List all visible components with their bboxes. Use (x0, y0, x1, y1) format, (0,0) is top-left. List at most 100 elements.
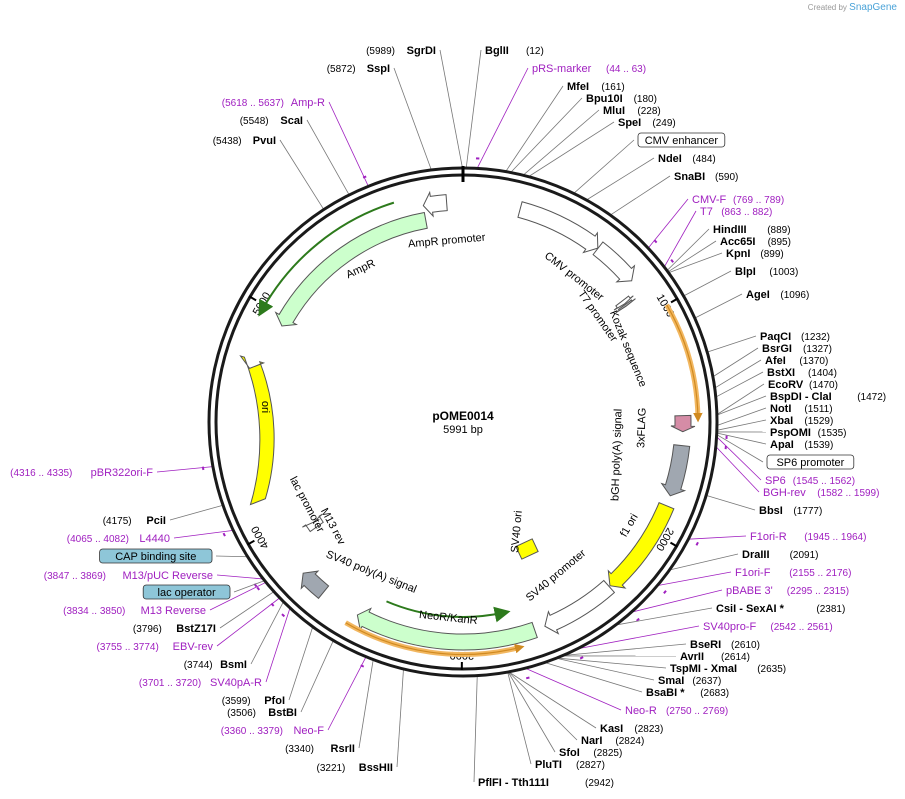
primer-site-mark (663, 590, 667, 594)
site-label-neo-f[interactable]: Neo-F(3360 .. 3379) (221, 725, 325, 737)
site-position: (2635) (757, 664, 786, 675)
site-label-afei[interactable]: AfeI(1370) (765, 355, 828, 367)
site-label-neo-r[interactable]: Neo-R(2750 .. 2769) (625, 705, 728, 717)
leader-line (508, 671, 578, 741)
site-label-blpi[interactable]: BlpI(1003) (735, 266, 798, 278)
site-label-bstz17i[interactable]: BstZ17I(3796) (133, 623, 216, 635)
feature-tag-text: CMV enhancer (645, 135, 719, 147)
site-label-ecorv[interactable]: EcoRV(1470) (768, 379, 838, 391)
site-label-noti[interactable]: NotI(1511) (770, 403, 833, 415)
site-label-sv40pro-f[interactable]: SV40pro-F(2542 .. 2561) (703, 621, 833, 633)
site-position: (1003) (769, 267, 798, 278)
site-label-nari[interactable]: NarI(2824) (581, 735, 644, 747)
site-position: (2155 .. 2176) (789, 568, 851, 579)
site-label-apai[interactable]: ApaI(1539) (770, 439, 833, 451)
site-label-snabi[interactable]: SnaBI(590) (674, 171, 738, 183)
site-name: MfeI (567, 81, 589, 93)
site-position: (2637) (692, 676, 721, 687)
site-label-paqci[interactable]: PaqCI(1232) (760, 331, 830, 343)
site-label-draiii[interactable]: DraIII(2091) (742, 549, 819, 561)
site-label-m13-reverse[interactable]: M13 Reverse(3834 .. 3850) (63, 605, 206, 617)
site-label-t7[interactable]: T7(863 .. 882) (700, 206, 772, 218)
site-label-hindiii[interactable]: HindIII(889) (713, 224, 791, 236)
site-label-bsshii[interactable]: BssHII(3221) (316, 762, 393, 774)
site-label-f1ori-r[interactable]: F1ori-R(1945 .. 1964) (750, 531, 866, 543)
site-position: (3599) (222, 696, 251, 707)
site-label-cmv-f[interactable]: CMV-F(769 .. 789) (692, 194, 784, 206)
site-name: T7 (700, 206, 713, 218)
site-position: (2683) (700, 688, 729, 699)
site-label-spei[interactable]: SpeI(249) (618, 117, 676, 129)
site-label-bglii[interactable]: BglII(12) (485, 45, 544, 57)
site-label-mlui[interactable]: MluI(228) (603, 105, 661, 117)
site-label-bsrgi[interactable]: BsrGI(1327) (762, 343, 832, 355)
site-position: (1545 .. 1562) (793, 476, 855, 487)
site-label-m13-puc-reverse[interactable]: M13/pUC Reverse(3847 .. 3869) (44, 570, 213, 582)
site-label-bstbi[interactable]: BstBI(3506) (227, 707, 297, 719)
site-label-scai[interactable]: ScaI(5548) (240, 115, 303, 127)
site-label-pfoi[interactable]: PfoI(3599) (222, 695, 285, 707)
site-label-tspmi-xmai[interactable]: TspMI - XmaI(2635) (670, 663, 786, 675)
site-label-kpni[interactable]: KpnI(899) (726, 248, 784, 260)
site-label-pvui[interactable]: PvuI(5438) (213, 135, 276, 147)
site-label-sfoi[interactable]: SfoI(2825) (559, 747, 622, 759)
site-label-sp6[interactable]: SP6(1545 .. 1562) (765, 475, 855, 487)
site-position: (2827) (576, 760, 605, 771)
orf-arrow-1 (666, 304, 703, 423)
feature-ampr-promoter (422, 190, 448, 218)
site-label-lac-operator[interactable]: lac operator (142, 584, 231, 600)
site-label-cap-binding-site[interactable]: CAP binding site (99, 548, 213, 564)
site-label-pcii[interactable]: PciI(4175) (103, 515, 166, 527)
site-label-bseri[interactable]: BseRI(2610) (690, 639, 760, 651)
site-label-xbai[interactable]: XbaI(1529) (770, 415, 833, 427)
leader-line (716, 407, 767, 426)
site-label-bstxi[interactable]: BstXI(1404) (767, 367, 837, 379)
site-label-pbabe-3[interactable]: pBABE 3'(2295 .. 2315) (726, 585, 849, 597)
site-label-bspdi-clai[interactable]: BspDI - ClaI(1472) (770, 391, 886, 403)
site-label-pflfi-tth111i[interactable]: PflFI - Tth111I(2942) (478, 777, 614, 789)
leader-line (586, 157, 655, 201)
site-label-f1ori-f[interactable]: F1ori-F(2155 .. 2176) (735, 567, 851, 579)
site-label-acc65i[interactable]: Acc65I(895) (720, 236, 791, 248)
primer-site-mark (281, 613, 286, 618)
site-name: SfoI (559, 747, 580, 759)
site-label-ndei[interactable]: NdeI(484) (658, 153, 716, 165)
site-label-avrii[interactable]: AvrII(2614) (680, 651, 750, 663)
site-label-ebv-rev[interactable]: EBV-rev(3755 .. 3774) (97, 641, 214, 653)
site-label-pluti[interactable]: PluTI(2827) (535, 759, 605, 771)
site-label-bbsi[interactable]: BbsI(1777) (759, 505, 822, 517)
leader-line (716, 434, 764, 463)
site-label-prs-marker[interactable]: pRS-marker(44 .. 63) (532, 63, 646, 75)
site-label-bsabi[interactable]: BsaBI *(2683) (646, 687, 729, 699)
site-position: (249) (652, 118, 675, 129)
site-label-bgh-rev[interactable]: BGH-rev(1582 .. 1599) (763, 487, 879, 499)
snapgene-logo-text: SnapGene (849, 2, 897, 13)
site-name: SspI (367, 63, 390, 75)
leader-line (250, 601, 284, 665)
site-label-cmv-enhancer[interactable]: CMV enhancer (637, 132, 726, 148)
site-position: (2381) (816, 604, 845, 615)
site-label-csii-sexai[interactable]: CsiI - SexAI *(2381) (716, 603, 845, 615)
site-name: Bpu10I (586, 93, 623, 105)
site-label-amp-r[interactable]: Amp-R(5618 .. 5637) (222, 97, 325, 109)
site-label-bsmi[interactable]: BsmI(3744) (184, 659, 247, 671)
site-position: (1232) (801, 332, 830, 343)
leader-line (715, 371, 764, 398)
site-label-sspi[interactable]: SspI(5872) (327, 63, 390, 75)
site-label-pspomi[interactable]: PspOMI(1535) (770, 427, 847, 439)
site-position: (2823) (634, 724, 663, 735)
site-label-kasi[interactable]: KasI(2823) (600, 723, 663, 735)
site-label-sgrdi[interactable]: SgrDI(5989) (366, 45, 436, 57)
leader-line (666, 228, 710, 271)
site-label-mfei[interactable]: MfeI(161) (567, 81, 625, 93)
site-label-l4440[interactable]: L4440(4065 .. 4082) (67, 533, 170, 545)
site-label-sv40pa-r[interactable]: SV40pA-R(3701 .. 3720) (139, 677, 262, 689)
leader-line (716, 383, 765, 415)
site-label-pbr322ori-f[interactable]: pBR322ori-F(4316 .. 4335) (10, 467, 153, 479)
site-label-smai[interactable]: SmaI(2637) (658, 675, 721, 687)
site-label-agei[interactable]: AgeI(1096) (746, 289, 809, 301)
site-position: (5438) (213, 136, 242, 147)
site-label-bpu10i[interactable]: Bpu10I(180) (586, 93, 657, 105)
site-label-rsrii[interactable]: RsrII(3340) (285, 743, 355, 755)
site-label-sp6-promoter[interactable]: SP6 promoter (766, 454, 855, 470)
